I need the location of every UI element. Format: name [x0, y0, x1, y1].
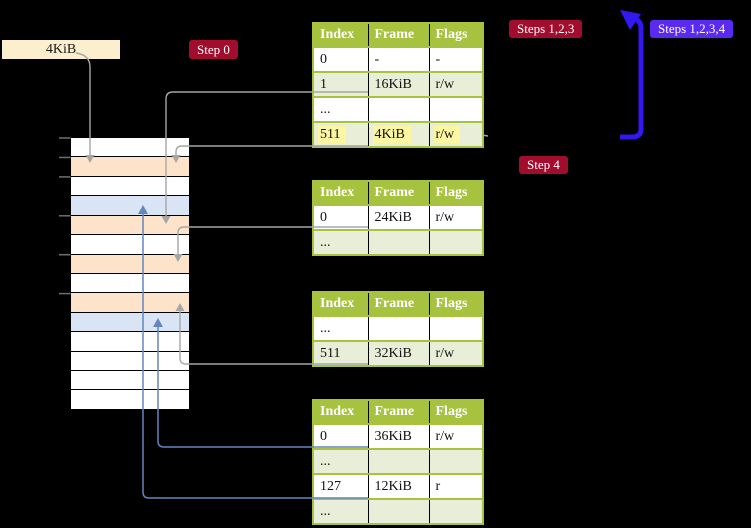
- table-cell: r/w: [429, 340, 483, 366]
- table-row: ...: [313, 448, 483, 474]
- table-cell: 0: [313, 423, 369, 449]
- column-header: Index: [313, 181, 369, 205]
- memory-frame-44kib: [71, 351, 189, 372]
- table-cell: 511: [313, 340, 369, 366]
- column-header: Frame: [368, 400, 430, 424]
- table-cell: ...: [313, 229, 369, 255]
- table-row: ...: [313, 315, 483, 341]
- table-cell: -: [368, 46, 430, 72]
- recursive-loop-arrow: [620, 15, 644, 140]
- column-header: Index: [313, 292, 369, 316]
- table-row: ...: [313, 498, 483, 524]
- table-cell: [429, 498, 483, 524]
- memory-frame-0kib: [71, 138, 189, 158]
- column-header: Flags: [429, 23, 483, 47]
- table-cell: [429, 96, 483, 122]
- table-cell: r/w: [429, 423, 483, 449]
- table-cell: [429, 315, 483, 341]
- table-cell: 12KiB: [368, 473, 430, 499]
- arrowhead-up-left-icon: [620, 10, 641, 30]
- memory-frame-4kib: [71, 157, 189, 177]
- column-header: Index: [313, 23, 369, 47]
- table-row: 511 4KiB r/w: [313, 121, 483, 147]
- table-cell: r/w: [429, 121, 483, 147]
- table-cell: 36KiB: [368, 423, 430, 449]
- frame-size-label: 4KiB: [2, 40, 120, 59]
- table-cell: 0: [313, 204, 369, 230]
- table-cell: 24KiB: [368, 204, 430, 230]
- highlighted-value: r/w: [433, 125, 461, 143]
- memory-frame-8kib: [71, 176, 189, 197]
- table-cell: [368, 498, 430, 524]
- badge-steps-1-2-3: Steps 1,2,3: [509, 20, 583, 38]
- table-cell: 32KiB: [368, 340, 430, 366]
- table-row: ...: [313, 229, 483, 255]
- memory-frame-16kib: [71, 215, 189, 236]
- table-cell: 16KiB: [368, 71, 430, 97]
- memory-frame-28kib: [71, 273, 189, 294]
- column-header: Flags: [429, 400, 483, 424]
- table-cell: ...: [313, 315, 369, 341]
- table-cell: 4KiB: [368, 121, 430, 147]
- column-header: Frame: [368, 181, 430, 205]
- table-cell: -: [429, 46, 483, 72]
- memory-frame-12kib: [71, 196, 189, 216]
- table-cell: 0: [313, 46, 369, 72]
- memory-frame-32kib: [71, 293, 189, 313]
- table-cell: r/w: [429, 71, 483, 97]
- table-cell: [368, 229, 430, 255]
- highlighted-value: 4KiB: [372, 125, 411, 143]
- table-cell: [429, 229, 483, 255]
- physical-memory-column: [70, 137, 190, 410]
- badge-step-0: Step 0: [189, 40, 238, 59]
- badge-step-4: Step 4: [519, 156, 568, 174]
- table-cell: r: [429, 473, 483, 499]
- table-cell: 511: [313, 121, 369, 147]
- highlighted-value: 511: [318, 125, 347, 143]
- table-cell: [368, 315, 430, 341]
- table-row: ...: [313, 96, 483, 122]
- memory-frame-24kib: [71, 254, 189, 274]
- column-header: Frame: [368, 292, 430, 316]
- table-cell: [368, 448, 430, 474]
- table-cell: ...: [313, 498, 369, 524]
- column-header: Flags: [429, 181, 483, 205]
- table-cell: ...: [313, 448, 369, 474]
- memory-frame-20kib: [71, 235, 189, 255]
- memory-address-ticks: [59, 137, 71, 295]
- memory-frame-48kib: [71, 371, 189, 391]
- column-header: Index: [313, 400, 369, 424]
- table-row: 0--: [313, 46, 483, 72]
- badge-steps-1-2-3-4: Steps 1,2,3,4: [650, 20, 734, 38]
- memory-frame-36kib: [71, 312, 189, 333]
- table-cell: ...: [313, 96, 369, 122]
- column-header: Frame: [368, 23, 430, 47]
- table-cell: [429, 448, 483, 474]
- table-cell: 127: [313, 473, 369, 499]
- table-cell: [368, 96, 430, 122]
- memory-frame-52kib: [71, 390, 189, 409]
- column-header: Flags: [429, 292, 483, 316]
- table-cell: 1: [313, 71, 369, 97]
- table-cell: r/w: [429, 204, 483, 230]
- memory-frame-40kib: [71, 332, 189, 352]
